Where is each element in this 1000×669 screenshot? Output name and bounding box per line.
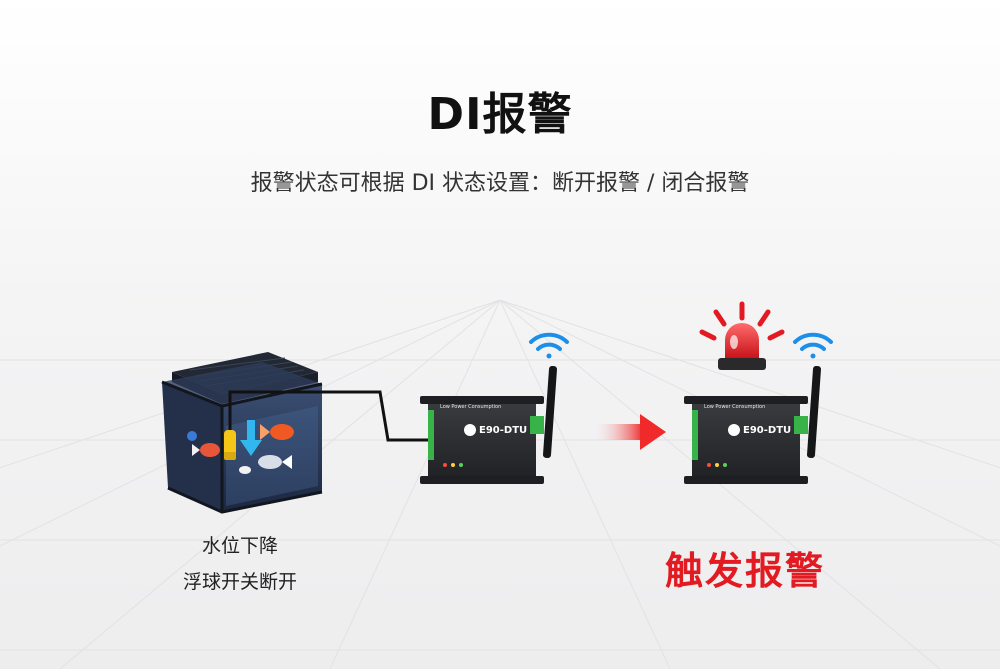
antenna-icon: [807, 366, 821, 458]
device-model-right: E90-DTU: [743, 425, 791, 436]
water-level-down-arrow: [240, 420, 262, 456]
left-caption: 水位下降 浮球开关断开: [150, 528, 330, 600]
alarm-triggered-label: 触发报警: [664, 549, 825, 593]
dtu-device-right: Low Power Consumption E90-DTU: [684, 332, 833, 484]
device-model-left: E90-DTU: [479, 425, 527, 436]
left-caption-line2: 浮球开关断开: [182, 571, 297, 593]
left-caption-line1: 水位下降: [201, 535, 278, 557]
dtu-device-left: Low Power Consumption E90-DTU: [420, 332, 569, 484]
page-title: DI报警: [427, 89, 573, 140]
wifi-icon: [529, 332, 569, 359]
device-header-left: Low Power Consumption: [440, 404, 501, 410]
float-switch-icon: [224, 398, 236, 460]
siren-icon: [699, 301, 785, 370]
floor-grid: [0, 300, 1000, 669]
wifi-icon: [793, 332, 833, 359]
signal-cable: [228, 390, 432, 442]
arrow-right-icon: [595, 414, 666, 450]
device-header-right: Low Power Consumption: [704, 404, 765, 410]
antenna-icon: [543, 366, 557, 458]
page-subtitle: 报警状态可根据 DI 状态设置：断开报警 / 闭合报警: [250, 171, 750, 196]
water-tank-icon: [161, 352, 323, 514]
